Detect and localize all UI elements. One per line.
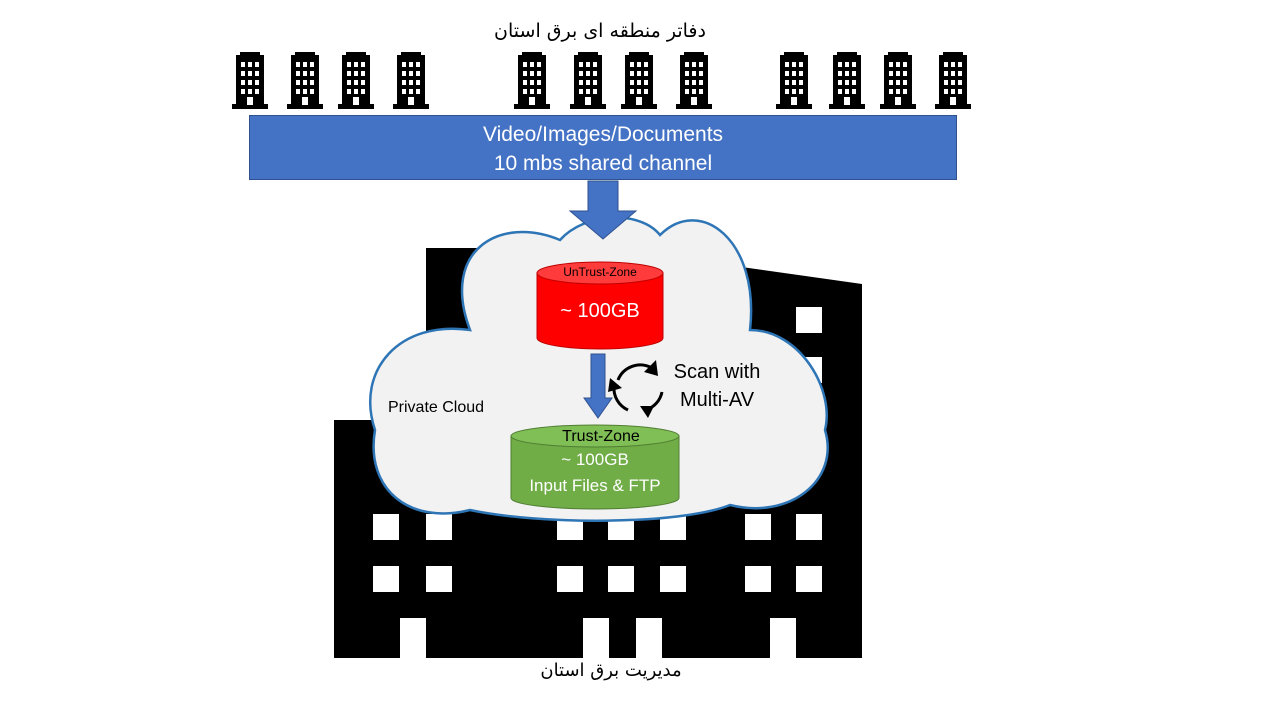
office-building-icon bbox=[776, 52, 812, 109]
office-building-icon bbox=[621, 52, 657, 109]
regional-offices-title: دفاتر منطقه ای برق استان bbox=[494, 20, 706, 42]
office-building-icon bbox=[393, 52, 429, 109]
scan-line-2: Multi-AV bbox=[679, 389, 755, 411]
untrust-zone-size: ~ 100GB bbox=[560, 300, 640, 322]
trust-zone-size: ~ 100GB bbox=[561, 450, 629, 469]
channel-line-1: Video/Images/Documents bbox=[482, 123, 724, 146]
office-building-icon bbox=[287, 52, 323, 109]
channel-down-arrow-icon bbox=[568, 180, 638, 240]
trust-zone-detail: Input Files & FTP bbox=[529, 476, 661, 495]
office-building-icon bbox=[232, 52, 268, 109]
shared-channel-box: Video/Images/Documents 10 mbs shared cha… bbox=[249, 115, 957, 180]
scan-label: Scan with Multi-AV bbox=[662, 358, 772, 414]
trust-zone-cylinder-icon bbox=[510, 424, 680, 510]
office-building-icon bbox=[935, 52, 971, 109]
private-cloud-label: Private Cloud bbox=[388, 399, 485, 416]
trust-zone-title: Trust-Zone bbox=[562, 428, 640, 445]
office-building-icon bbox=[880, 52, 916, 109]
untrust-zone-cylinder-icon bbox=[536, 261, 664, 350]
office-building-icon bbox=[338, 52, 374, 109]
scan-down-arrow-icon bbox=[583, 353, 613, 419]
provincial-management-title: مدیریت برق استان bbox=[540, 660, 682, 681]
scan-line-1: Scan with bbox=[673, 361, 761, 383]
channel-line-2: 10 mbs shared channel bbox=[493, 152, 713, 175]
office-building-icon bbox=[676, 52, 712, 109]
office-building-icon bbox=[514, 52, 550, 109]
office-building-icon bbox=[570, 52, 606, 109]
office-building-icon bbox=[829, 52, 865, 109]
untrust-zone-title: UnTrust-Zone bbox=[563, 265, 637, 279]
